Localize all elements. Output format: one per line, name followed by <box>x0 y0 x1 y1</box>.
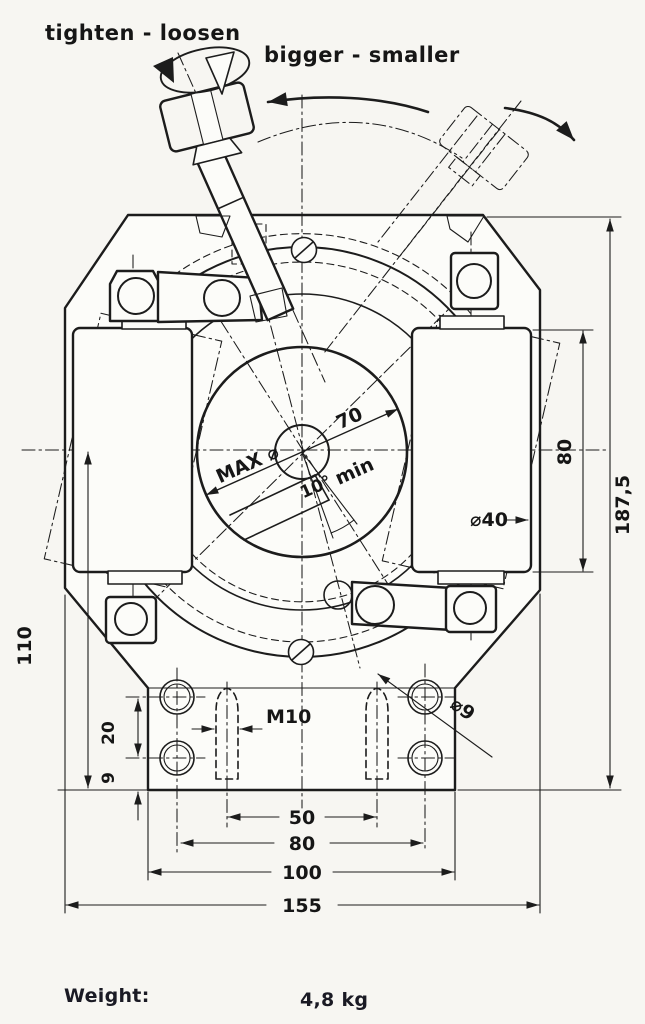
clamp-arm-top-left <box>108 269 264 324</box>
dim-overall-width: 155 <box>282 895 322 917</box>
dim-hole-row-to-base: 9 <box>99 772 119 784</box>
swing-path-arc <box>257 121 463 159</box>
phantom-lever <box>257 105 529 257</box>
arrow-smaller <box>503 106 576 142</box>
dim-overall-height: 187,5 <box>612 475 634 535</box>
slotted-screw-bottom <box>287 638 315 666</box>
mounting-holes <box>159 679 443 776</box>
label-tighten-loosen: tighten - loosen <box>45 21 241 45</box>
dim-base-width: 100 <box>282 862 322 884</box>
arrow-bigger <box>266 92 430 114</box>
slotted-screw-top <box>290 236 318 264</box>
clamp-roller-left <box>71 326 194 574</box>
dim-roller-diameter: ⌀40 <box>470 509 508 531</box>
label-bigger-smaller: bigger - smaller <box>264 43 460 67</box>
dim-base-to-center: 110 <box>14 626 36 666</box>
dim-thread-size: M10 <box>266 706 311 728</box>
dim-hole-spacing: 80 <box>289 833 315 855</box>
threaded-stud-right <box>365 687 389 780</box>
weight-value: 4,8 kg <box>300 989 368 1011</box>
dim-roller-length: 80 <box>554 439 576 465</box>
dim-hole-row-spacing: 20 <box>99 721 119 745</box>
hatched-slots <box>195 215 485 323</box>
clamp-lever <box>153 46 295 322</box>
rotation-arrow <box>153 46 251 95</box>
clamp-roller-right <box>410 326 533 574</box>
corner-bolt-bottom-left <box>104 595 158 645</box>
corner-bolt-top-right <box>449 251 500 311</box>
clamp-arm-bottom-right <box>350 580 498 634</box>
threaded-stud-left <box>215 687 239 780</box>
direction-arrows <box>266 92 576 142</box>
dim-stud-spacing: 50 <box>289 807 315 829</box>
weight-label: Weight: <box>64 985 150 1007</box>
